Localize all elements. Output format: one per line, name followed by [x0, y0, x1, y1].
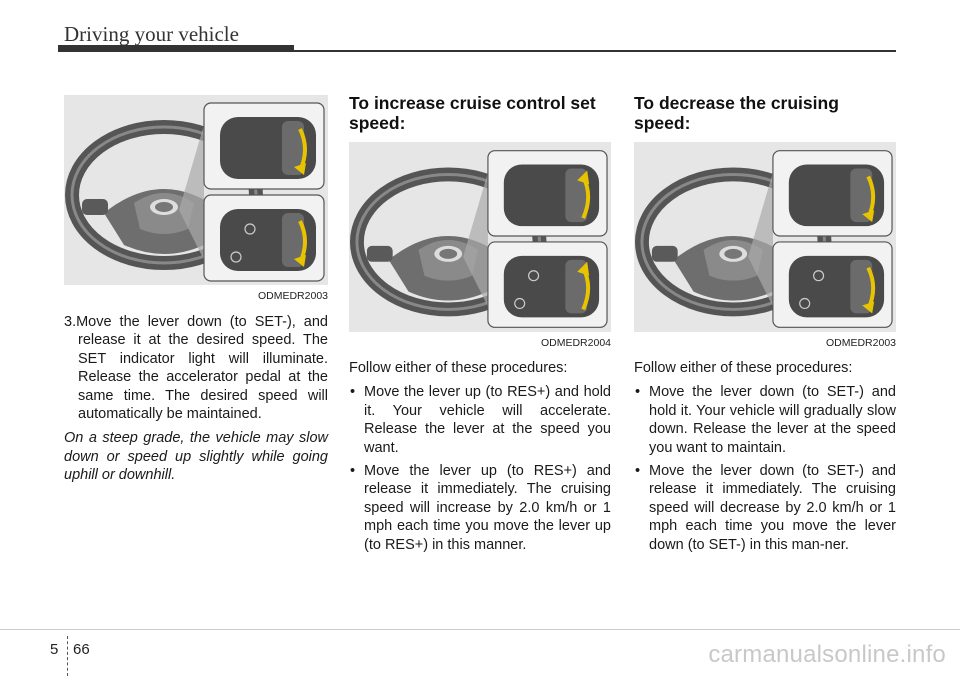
- page-number: 66: [73, 641, 90, 658]
- header-rule: [294, 50, 896, 52]
- figure-code: ODMEDR2003: [825, 337, 896, 349]
- header-bar: [58, 45, 294, 52]
- figure-code: ODMEDR2004: [540, 337, 611, 349]
- cruise-switch-lower-panel: [487, 241, 608, 328]
- list-item: Move the lever up (to RES+) and release …: [349, 462, 611, 554]
- decrease-speed-heading: To decrease the cruising speed:: [634, 93, 839, 133]
- cruise-switch-upper-panel: [203, 102, 325, 190]
- chapter-number: 5: [50, 641, 59, 658]
- cruise-switch-lower-panel: [203, 194, 325, 282]
- steering-wheel-illustration-2: [349, 142, 611, 332]
- steering-wheel-svg: [349, 150, 608, 328]
- increase-speed-heading: To increase cruise control set speed:: [349, 93, 596, 133]
- list-item: Move the lever down (to SET-) and hold i…: [634, 383, 896, 457]
- steering-wheel-svg: [65, 102, 325, 282]
- footer-rule: [0, 629, 960, 630]
- column-3-text: Follow either of these procedures: Move …: [634, 359, 896, 559]
- list-item: Move the lever up (to RES+) and hold it.…: [349, 383, 611, 457]
- steering-wheel-illustration-3: [634, 142, 896, 332]
- cruise-switch-upper-panel: [487, 150, 608, 237]
- list-item: Move the lever down (to SET-) and releas…: [634, 462, 896, 554]
- step-3-text: 3.Move the lever down (to SET-), and rel…: [64, 314, 328, 423]
- procedures-intro: Follow either of these procedures:: [349, 360, 568, 376]
- section-title: Driving your vehicle: [64, 22, 239, 46]
- column-1-text: 3.Move the lever down (to SET-), and rel…: [64, 313, 328, 491]
- cruise-switch-lower-panel: [772, 241, 893, 328]
- procedure-list: Move the lever down (to SET-) and hold i…: [634, 383, 896, 554]
- watermark-text: carmanualsonline.info: [708, 641, 946, 668]
- cruise-switch-upper-panel: [772, 150, 893, 237]
- procedures-intro: Follow either of these procedures:: [634, 360, 853, 376]
- footer-divider: [67, 636, 68, 676]
- column-2-text: Follow either of these procedures: Move …: [349, 359, 611, 559]
- figure-code: ODMEDR2003: [257, 290, 328, 302]
- note-text: On a steep grade, the vehicle may slow d…: [64, 430, 328, 484]
- procedure-list: Move the lever up (to RES+) and hold it.…: [349, 383, 611, 554]
- steering-wheel-svg: [634, 150, 893, 328]
- steering-wheel-illustration: [64, 95, 328, 285]
